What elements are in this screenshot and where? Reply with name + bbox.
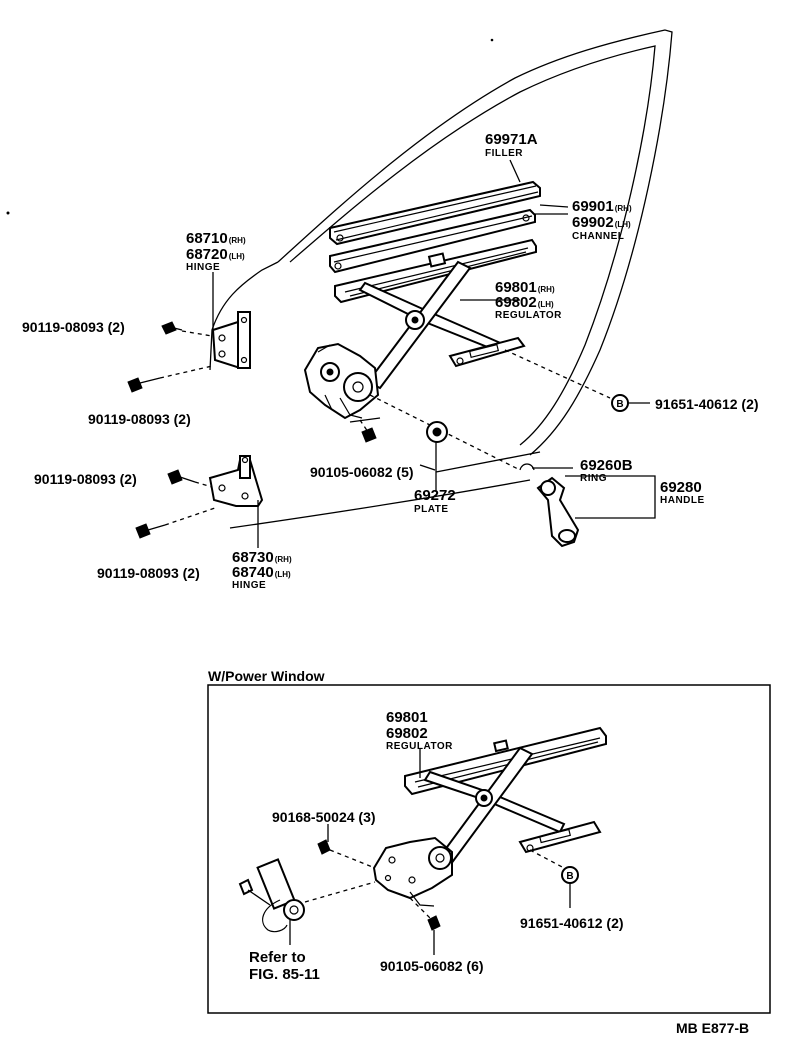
label-pw-reg-2: 69802 (386, 725, 428, 742)
label-hinge-lower-name: HINGE (232, 580, 266, 591)
label-channel-rh: 69901(RH) (572, 198, 632, 215)
window-handle (536, 476, 580, 548)
leader-lines (419, 299, 656, 519)
label-regulator-name: REGULATOR (495, 310, 562, 321)
hinge-bolt-2 (127, 365, 213, 393)
label-plate-name: PLATE (414, 504, 449, 515)
filler-strip (329, 159, 541, 246)
label-ring-num: 69260B (580, 457, 633, 474)
label-pw-refer-1: Refer to (249, 949, 306, 966)
label-handle-name: HANDLE (660, 495, 705, 506)
manual-regulator (303, 238, 537, 420)
hinge-bolt-1 (161, 321, 213, 337)
ring-clip (519, 463, 535, 471)
label-bolt-4: 90119-08093 (2) (97, 565, 200, 581)
regulator-screw (349, 417, 381, 443)
label-plate-num: 69272 (414, 487, 456, 504)
label-pw-bolt: 90168-50024 (3) (272, 809, 376, 825)
labels-pw: 69801 69802 REGULATOR 90168-50024 (3) 91… (249, 709, 624, 983)
upper-hinge (211, 272, 252, 370)
pw-screw (409, 897, 441, 955)
hinge-bolt-4 (135, 507, 216, 539)
label-pw-reg-1: 69801 (386, 709, 428, 726)
label-pw-screw: 90105-06082 (6) (380, 958, 484, 974)
label-regulator-rh: 69801(RH) (495, 279, 555, 296)
label-bolt-1: 90119-08093 (2) (22, 319, 125, 335)
label-pw-reg-name: REGULATOR (386, 741, 453, 752)
label-filler-name: FILLER (485, 148, 523, 159)
run-channel (329, 204, 569, 274)
label-ring-name: RING (580, 473, 607, 484)
label-channel-name: CHANNEL (572, 231, 624, 242)
label-bolt-2: 90119-08093 (2) (88, 411, 191, 427)
hinge-bolt-3 (167, 469, 213, 488)
pw-motor (238, 858, 376, 945)
label-circlip-main: 91651-40612 (2) (655, 396, 759, 412)
power-window-box (207, 684, 771, 1014)
label-regulator-lh: 69802(LH) (495, 294, 554, 311)
label-pw-title: W/Power Window (208, 668, 325, 684)
label-hinge-lower-lh: 68740(LH) (232, 564, 291, 581)
pw-bolt (317, 824, 376, 869)
circle-b-text: B (616, 399, 623, 410)
label-pw-circlip: 91651-40612 (2) (520, 915, 624, 931)
pw-circlip-marker: B (529, 849, 579, 908)
door-outline (6, 29, 673, 529)
label-filler-num: 69971A (485, 131, 538, 148)
plate-washer (426, 421, 448, 443)
labels-main: 69971A FILLER 69901(RH) 69902(LH) CHANNE… (22, 131, 759, 591)
label-hinge-lower-rh: 68730(RH) (232, 549, 292, 566)
label-hinge-upper-name: HINGE (186, 262, 220, 273)
figure-code: MB E877-B (676, 1020, 749, 1036)
circle-b-text-2: B (566, 871, 573, 882)
label-hinge-upper-rh: 68710(RH) (186, 230, 246, 247)
label-bolt-3: 90119-08093 (2) (34, 471, 137, 487)
label-hinge-upper-lh: 68720(LH) (186, 246, 245, 263)
circlip-axis-line (504, 349, 611, 399)
lower-hinge (208, 455, 264, 548)
label-screw-main: 90105-06082 (5) (310, 464, 414, 480)
label-channel-lh: 69902(LH) (572, 214, 631, 231)
pw-regulator (372, 726, 607, 907)
label-pw-refer-2: FIG. 85-11 (249, 966, 320, 983)
circlip-b-marker: B (611, 394, 650, 412)
label-handle-num: 69280 (660, 479, 702, 496)
